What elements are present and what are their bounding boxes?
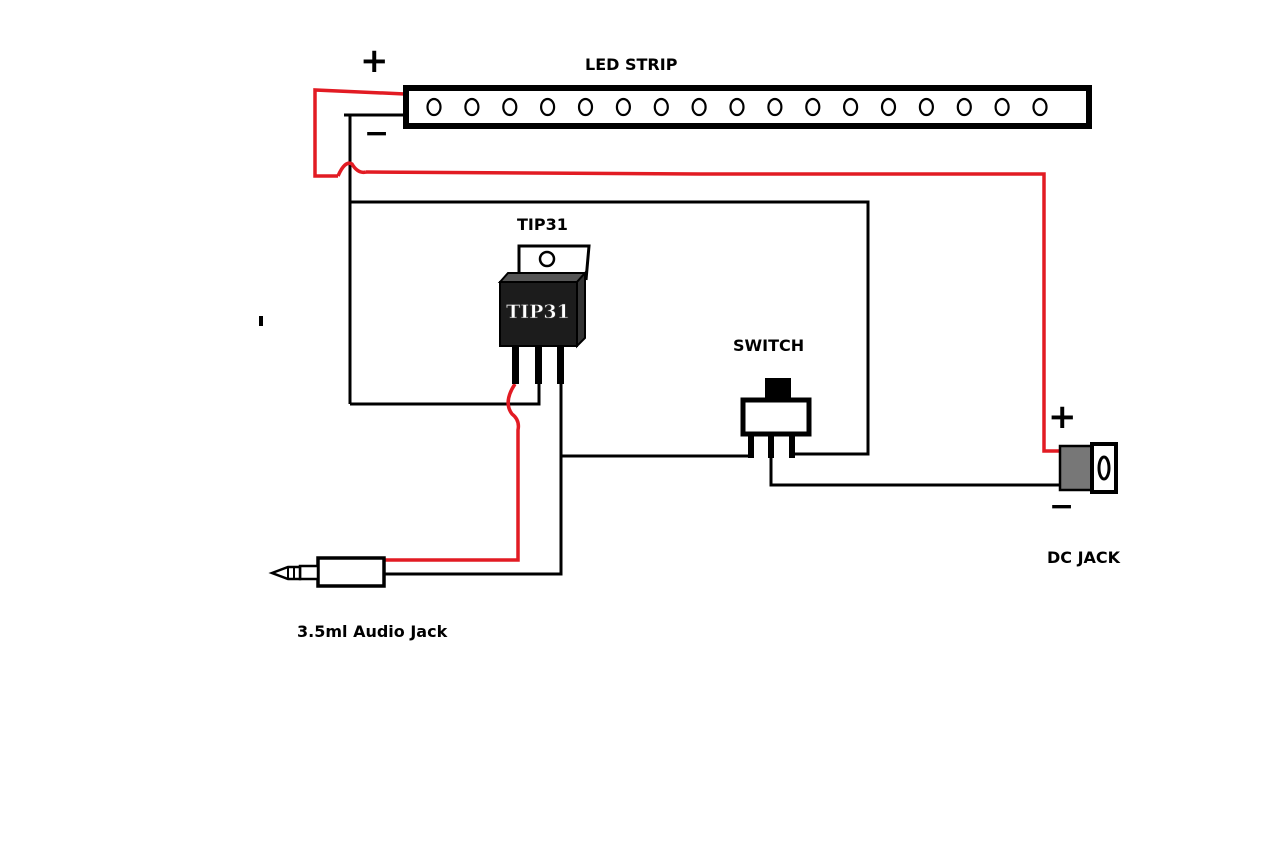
collector-wire (350, 384, 541, 406)
tip31-body (499, 281, 578, 347)
led-minus-sign: − (364, 116, 389, 151)
audio-jack-plug (268, 556, 386, 588)
audio-jack-shaft (298, 564, 320, 581)
switch-to-dcjack-wire (769, 455, 1062, 487)
audio-jack-label: 3.5ml Audio Jack (297, 622, 448, 641)
switch-label: SWITCH (733, 336, 804, 355)
led-dot (994, 97, 1010, 117)
dc-positive-wire (365, 170, 1062, 453)
base-to-audio-wire (385, 383, 521, 562)
led-dot (426, 97, 442, 117)
led-dot (464, 97, 480, 117)
dc-jack (1058, 442, 1118, 494)
slide-switch (740, 378, 812, 458)
switch-pin-middle (768, 434, 774, 458)
led-dot (615, 97, 632, 117)
dc-plus-sign: + (1048, 397, 1077, 437)
led-strip-body (403, 85, 1092, 129)
emitter-wire (385, 384, 563, 576)
loop-top-wire (350, 200, 870, 456)
led-dot (1032, 97, 1048, 117)
dc-minus-sign: − (1049, 489, 1074, 524)
dc-jack-socket-icon (1097, 455, 1111, 481)
tip31-collector-leg (535, 346, 542, 384)
switch-pin-left (748, 434, 754, 458)
stray-mark (259, 316, 263, 326)
led-dot (539, 97, 556, 117)
led-dot (502, 97, 518, 117)
dc-jack-label: DC JACK (1047, 548, 1121, 567)
led-dot (767, 97, 783, 117)
switch-slider (765, 378, 791, 400)
tip31-transistor: TIP31 (497, 244, 591, 384)
led-plus-wire (313, 88, 406, 178)
tip31-emitter-leg (557, 346, 564, 384)
ground-wires (344, 113, 1062, 576)
led-dot (653, 97, 669, 117)
led-dot (842, 97, 859, 117)
audio-jack-tip-icon (268, 565, 302, 581)
tip31-mount-hole-icon (538, 250, 556, 268)
led-dot (577, 97, 594, 117)
led-strip (403, 85, 1092, 129)
positive-wires (313, 88, 1062, 562)
led-dot (691, 97, 707, 117)
led-dot (729, 97, 745, 117)
tip31-label: TIP31 (517, 215, 568, 234)
audio-jack-sleeve (316, 556, 386, 588)
tip31-base-leg (512, 346, 519, 384)
tip31-side-face (576, 270, 586, 349)
wire-crossover-hop (336, 161, 367, 177)
switch-body (740, 397, 812, 437)
tip31-body-label: TIP31 (506, 301, 570, 323)
led-dot (918, 97, 935, 117)
switch-pin-right (789, 434, 795, 458)
led-dot (805, 97, 821, 117)
tip31-heatsink-tab (517, 244, 591, 281)
led-strip-label: LED STRIP (585, 55, 678, 74)
tip31-top-face (497, 272, 588, 283)
led-dots (426, 97, 1048, 117)
led-dot (880, 97, 897, 117)
led-dot (956, 97, 972, 117)
led-plus-sign: + (360, 41, 389, 81)
